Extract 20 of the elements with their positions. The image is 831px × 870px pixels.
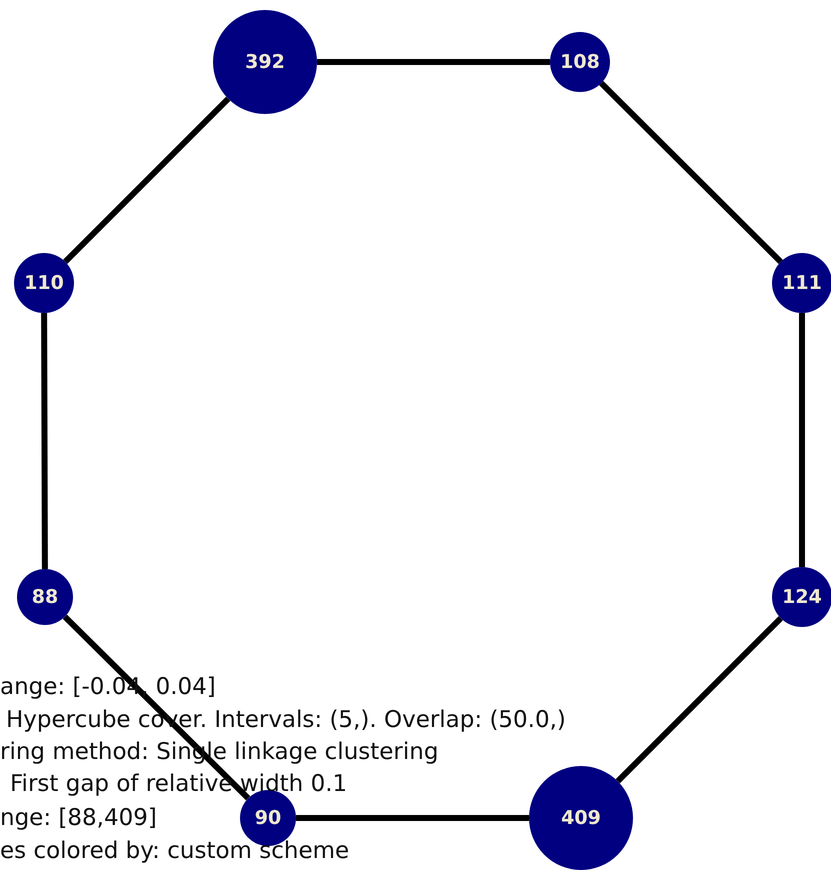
node-label: 392 [245,51,285,73]
edge-line [63,96,230,264]
node-label: 108 [560,51,600,73]
graph-node [772,253,831,313]
node-label: 88 [32,586,58,608]
node-label: 90 [254,807,282,829]
node-label: 110 [24,272,64,294]
node-label: 409 [561,807,601,829]
info-text: es colored by: custom scheme [0,837,350,865]
graph-node [772,567,831,627]
edge-line [62,614,250,800]
edge-line [616,616,783,784]
edge-line [799,313,805,567]
edge-line [317,59,550,65]
node-label: 124 [782,586,822,608]
edge-line [41,312,48,570]
edge-line [296,815,529,821]
node-label: 111 [782,272,822,294]
info-text: nge: [88,409] [0,804,157,832]
edge-line [599,81,783,264]
